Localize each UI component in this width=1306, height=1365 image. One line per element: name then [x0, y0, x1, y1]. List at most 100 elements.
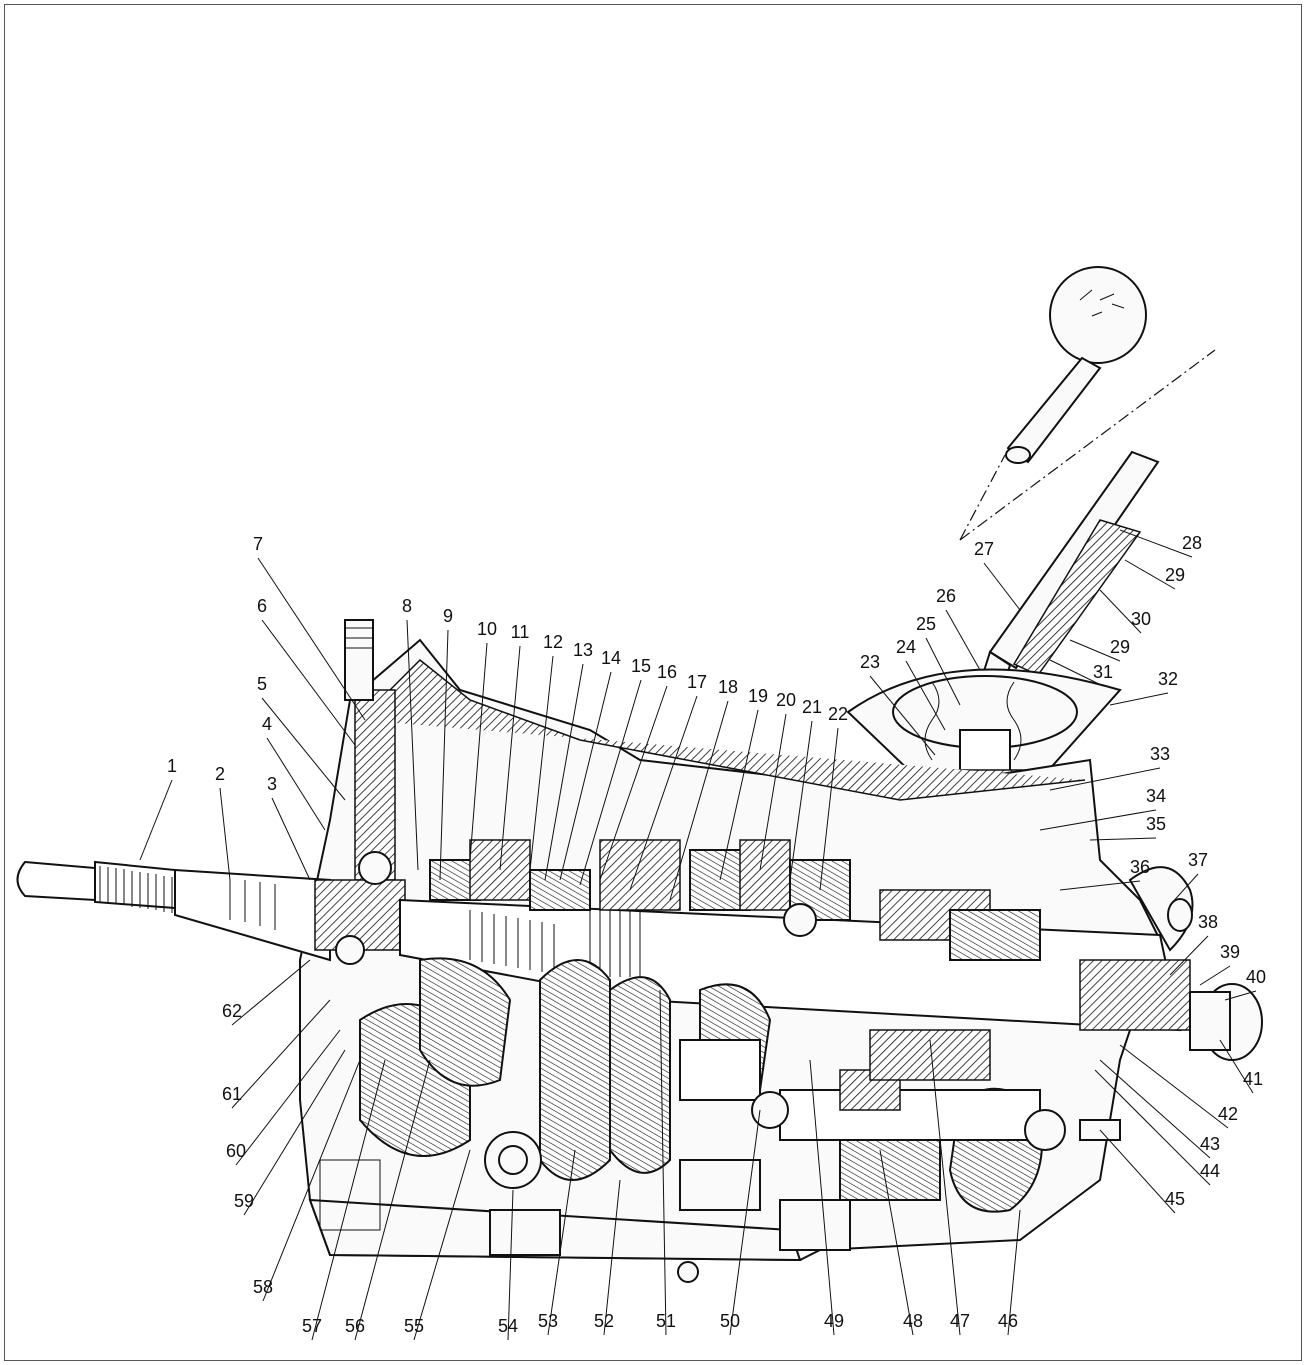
callout-c17: 17 — [687, 672, 707, 692]
callout-c61: 61 — [222, 1084, 242, 1104]
callout-c11: 11 — [511, 622, 530, 642]
callout-c43: 43 — [1200, 1134, 1220, 1154]
leader-line-c29a — [1124, 559, 1176, 590]
leader-line-c49 — [809, 1059, 835, 1336]
callout-c46: 46 — [998, 1311, 1018, 1331]
callout-c20: 20 — [776, 690, 796, 710]
callout-c45: 45 — [1165, 1189, 1185, 1209]
callout-c12: 12 — [543, 632, 563, 652]
callout-c57: 57 — [302, 1316, 322, 1336]
callout-c22: 22 — [828, 704, 848, 724]
callout-c52: 52 — [594, 1311, 614, 1331]
leader-line-c24 — [905, 660, 946, 731]
callout-c34: 34 — [1146, 786, 1166, 806]
callout-c62: 62 — [222, 1001, 242, 1021]
lever-top — [1006, 356, 1102, 464]
callout-c37: 37 — [1188, 850, 1208, 870]
leader-line-c13 — [544, 663, 584, 881]
leader-line-c23 — [869, 675, 936, 756]
leader-line-c42 — [1119, 1044, 1229, 1129]
callout-c18: 18 — [718, 677, 738, 697]
reverse-idler — [751, 1029, 1121, 1201]
callout-c5: 5 — [257, 674, 267, 694]
callout-c49: 49 — [824, 1311, 844, 1331]
callout-c55: 55 — [404, 1316, 424, 1336]
callout-c58: 58 — [253, 1277, 273, 1297]
leader-line-c39 — [1199, 965, 1231, 986]
callout-c32: 32 — [1158, 669, 1178, 689]
callout-c60: 60 — [226, 1141, 246, 1161]
callout-c28: 28 — [1182, 533, 1202, 553]
leader-line-c30 — [1099, 589, 1142, 634]
leader-line-c59 — [243, 1049, 346, 1216]
leader-line-c29b — [1069, 639, 1121, 662]
leader-line-c38 — [1169, 935, 1209, 976]
callout-c1: 1 — [167, 756, 177, 776]
leader-line-c35 — [1089, 837, 1157, 841]
leader-line-c41 — [1219, 1039, 1254, 1094]
leader-line-c28 — [1119, 529, 1193, 558]
callout-c35: 35 — [1146, 814, 1166, 834]
leader-line-c8 — [406, 619, 419, 871]
leader-line-c53 — [547, 1149, 576, 1336]
upper-gear-pack — [429, 839, 1041, 961]
leader-line-c11 — [499, 645, 521, 871]
leader-line-c7 — [257, 557, 366, 721]
layshaft-gears — [359, 957, 1043, 1213]
leader-line-c2 — [219, 787, 231, 881]
leader-line-c58 — [262, 1059, 361, 1302]
callout-c51: 51 — [656, 1311, 676, 1331]
leader-line-c19 — [719, 709, 759, 881]
leader-line-c18 — [669, 700, 729, 901]
callout-c13: 13 — [573, 640, 593, 660]
leader-line-c45 — [1099, 1129, 1176, 1214]
callout-c56: 56 — [345, 1316, 365, 1336]
clutch-housing-seal — [314, 879, 406, 951]
leader-line-c44 — [1094, 1069, 1211, 1186]
leader-line-c48 — [879, 1149, 914, 1336]
callout-c14: 14 — [601, 648, 621, 668]
leader-line-c21 — [789, 720, 813, 881]
leader-line-c46 — [1007, 1209, 1021, 1336]
leader-line-c32 — [1109, 692, 1169, 706]
leader-line-c54 — [507, 1189, 514, 1341]
leader-line-c50 — [729, 1109, 761, 1336]
callout-c8: 8 — [402, 596, 412, 616]
leader-line-c26 — [945, 609, 981, 671]
callout-c26: 26 — [936, 586, 956, 606]
leader-line-c1 — [139, 779, 173, 861]
leader-line-c55 — [413, 1149, 471, 1341]
callout-c48: 48 — [903, 1311, 923, 1331]
leader-line-c51 — [659, 989, 667, 1336]
gear-lever — [959, 266, 1216, 702]
callout-c39: 39 — [1220, 942, 1240, 962]
leader-line-c47 — [929, 1039, 961, 1336]
callout-c19: 19 — [748, 686, 768, 706]
leader-line-c37 — [1169, 873, 1199, 906]
leader-line-c56 — [354, 1059, 431, 1341]
leader-line-c22 — [819, 727, 839, 891]
breather — [344, 619, 374, 701]
leader-line-c52 — [603, 1179, 621, 1336]
leader-line-c25 — [925, 637, 961, 706]
leader-line-c4 — [266, 737, 326, 831]
leader-line-c61 — [231, 999, 331, 1109]
callout-c25: 25 — [916, 614, 936, 634]
callout-c23: 23 — [860, 652, 880, 672]
leader-line-c3 — [271, 797, 311, 881]
leader-line-c6 — [261, 619, 356, 746]
callout-c2: 2 — [215, 764, 225, 784]
leader-line-c17 — [629, 695, 698, 891]
input-shaft — [16, 851, 406, 965]
callout-c16: 16 — [657, 662, 677, 682]
callout-c6: 6 — [257, 596, 267, 616]
callout-c29a: 29 — [1165, 565, 1185, 585]
callout-c3: 3 — [267, 774, 277, 794]
callout-c50: 50 — [720, 1311, 740, 1331]
leader-line-c31 — [1049, 659, 1104, 687]
callout-c15: 15 — [631, 656, 651, 676]
callout-c27: 27 — [974, 539, 994, 559]
leader-lines — [139, 529, 1257, 1341]
callout-c21: 21 — [802, 697, 822, 717]
leader-line-c12 — [529, 655, 554, 871]
